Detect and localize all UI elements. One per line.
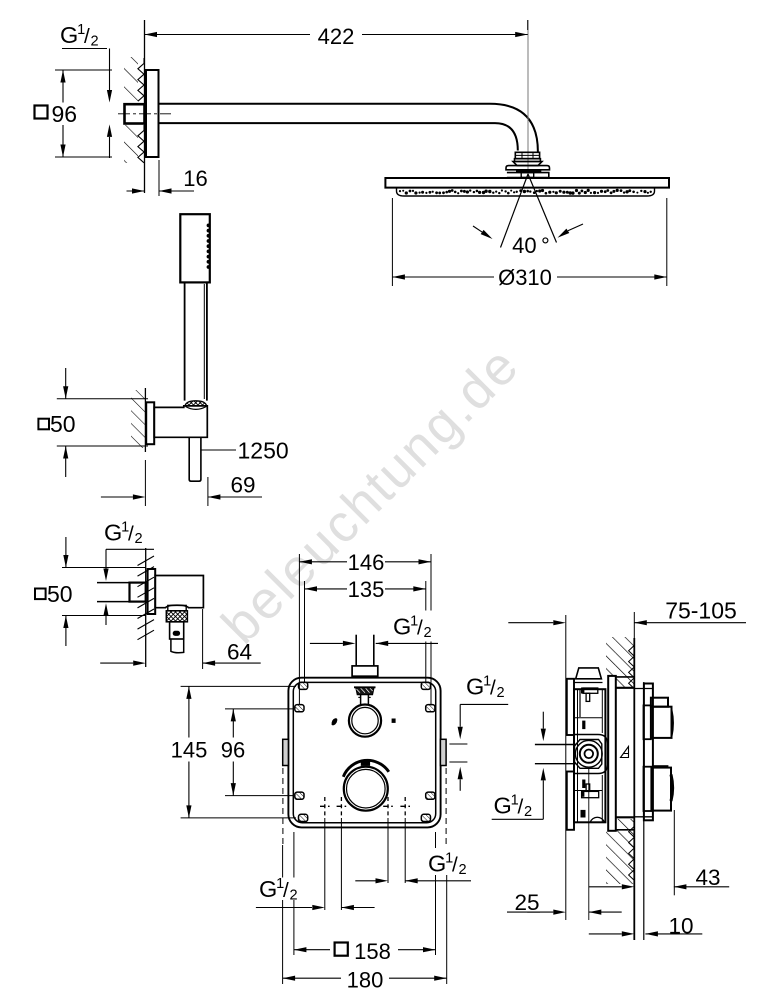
svg-text:/: /: [490, 677, 496, 700]
svg-text:1: 1: [410, 613, 418, 629]
svg-text:/: /: [128, 523, 134, 546]
svg-text:G: G: [104, 520, 122, 546]
svg-text:G: G: [60, 22, 78, 48]
svg-text:96: 96: [221, 738, 245, 763]
svg-text:1: 1: [276, 876, 284, 892]
svg-text:10: 10: [668, 914, 693, 939]
svg-text:16: 16: [183, 166, 207, 191]
svg-text:64: 64: [227, 640, 252, 665]
svg-text:2: 2: [424, 625, 432, 641]
svg-text:1: 1: [445, 850, 453, 866]
svg-text:145: 145: [171, 738, 208, 763]
svg-text:1: 1: [121, 519, 129, 535]
svg-text:Ø310: Ø310: [498, 265, 552, 290]
svg-text:135: 135: [348, 577, 385, 602]
svg-text:2: 2: [91, 33, 99, 49]
svg-text:75-105: 75-105: [665, 598, 737, 624]
svg-text:96: 96: [52, 101, 78, 127]
svg-text:2: 2: [497, 685, 505, 701]
svg-text:/: /: [452, 854, 458, 877]
svg-text:2: 2: [290, 887, 298, 903]
svg-text:2: 2: [524, 804, 532, 820]
svg-text:G: G: [393, 614, 411, 640]
svg-text:2: 2: [459, 862, 467, 878]
svg-text:43: 43: [695, 865, 720, 890]
svg-text:G: G: [428, 851, 446, 877]
svg-text:G: G: [259, 876, 277, 902]
svg-text:180: 180: [347, 968, 384, 993]
svg-text:422: 422: [318, 24, 355, 49]
svg-text:69: 69: [230, 473, 255, 498]
svg-text:G: G: [466, 674, 484, 700]
svg-text:/: /: [283, 879, 289, 902]
svg-text:40 °: 40 °: [512, 233, 550, 258]
svg-text:/: /: [517, 796, 523, 819]
svg-text:25: 25: [514, 890, 539, 915]
svg-text:1: 1: [77, 22, 85, 38]
svg-text:1250: 1250: [238, 438, 289, 464]
svg-text:/: /: [417, 617, 423, 640]
svg-text:146: 146: [348, 550, 385, 575]
svg-text:50: 50: [50, 411, 76, 437]
svg-text:50: 50: [47, 581, 73, 607]
svg-text:beleuchtung.de: beleuchtung.de: [211, 335, 531, 655]
svg-text:158: 158: [354, 939, 391, 964]
svg-text:2: 2: [135, 531, 143, 547]
svg-text:1: 1: [483, 673, 491, 689]
svg-text:G: G: [494, 793, 512, 819]
svg-text:1: 1: [511, 792, 519, 808]
svg-text:/: /: [84, 25, 90, 48]
